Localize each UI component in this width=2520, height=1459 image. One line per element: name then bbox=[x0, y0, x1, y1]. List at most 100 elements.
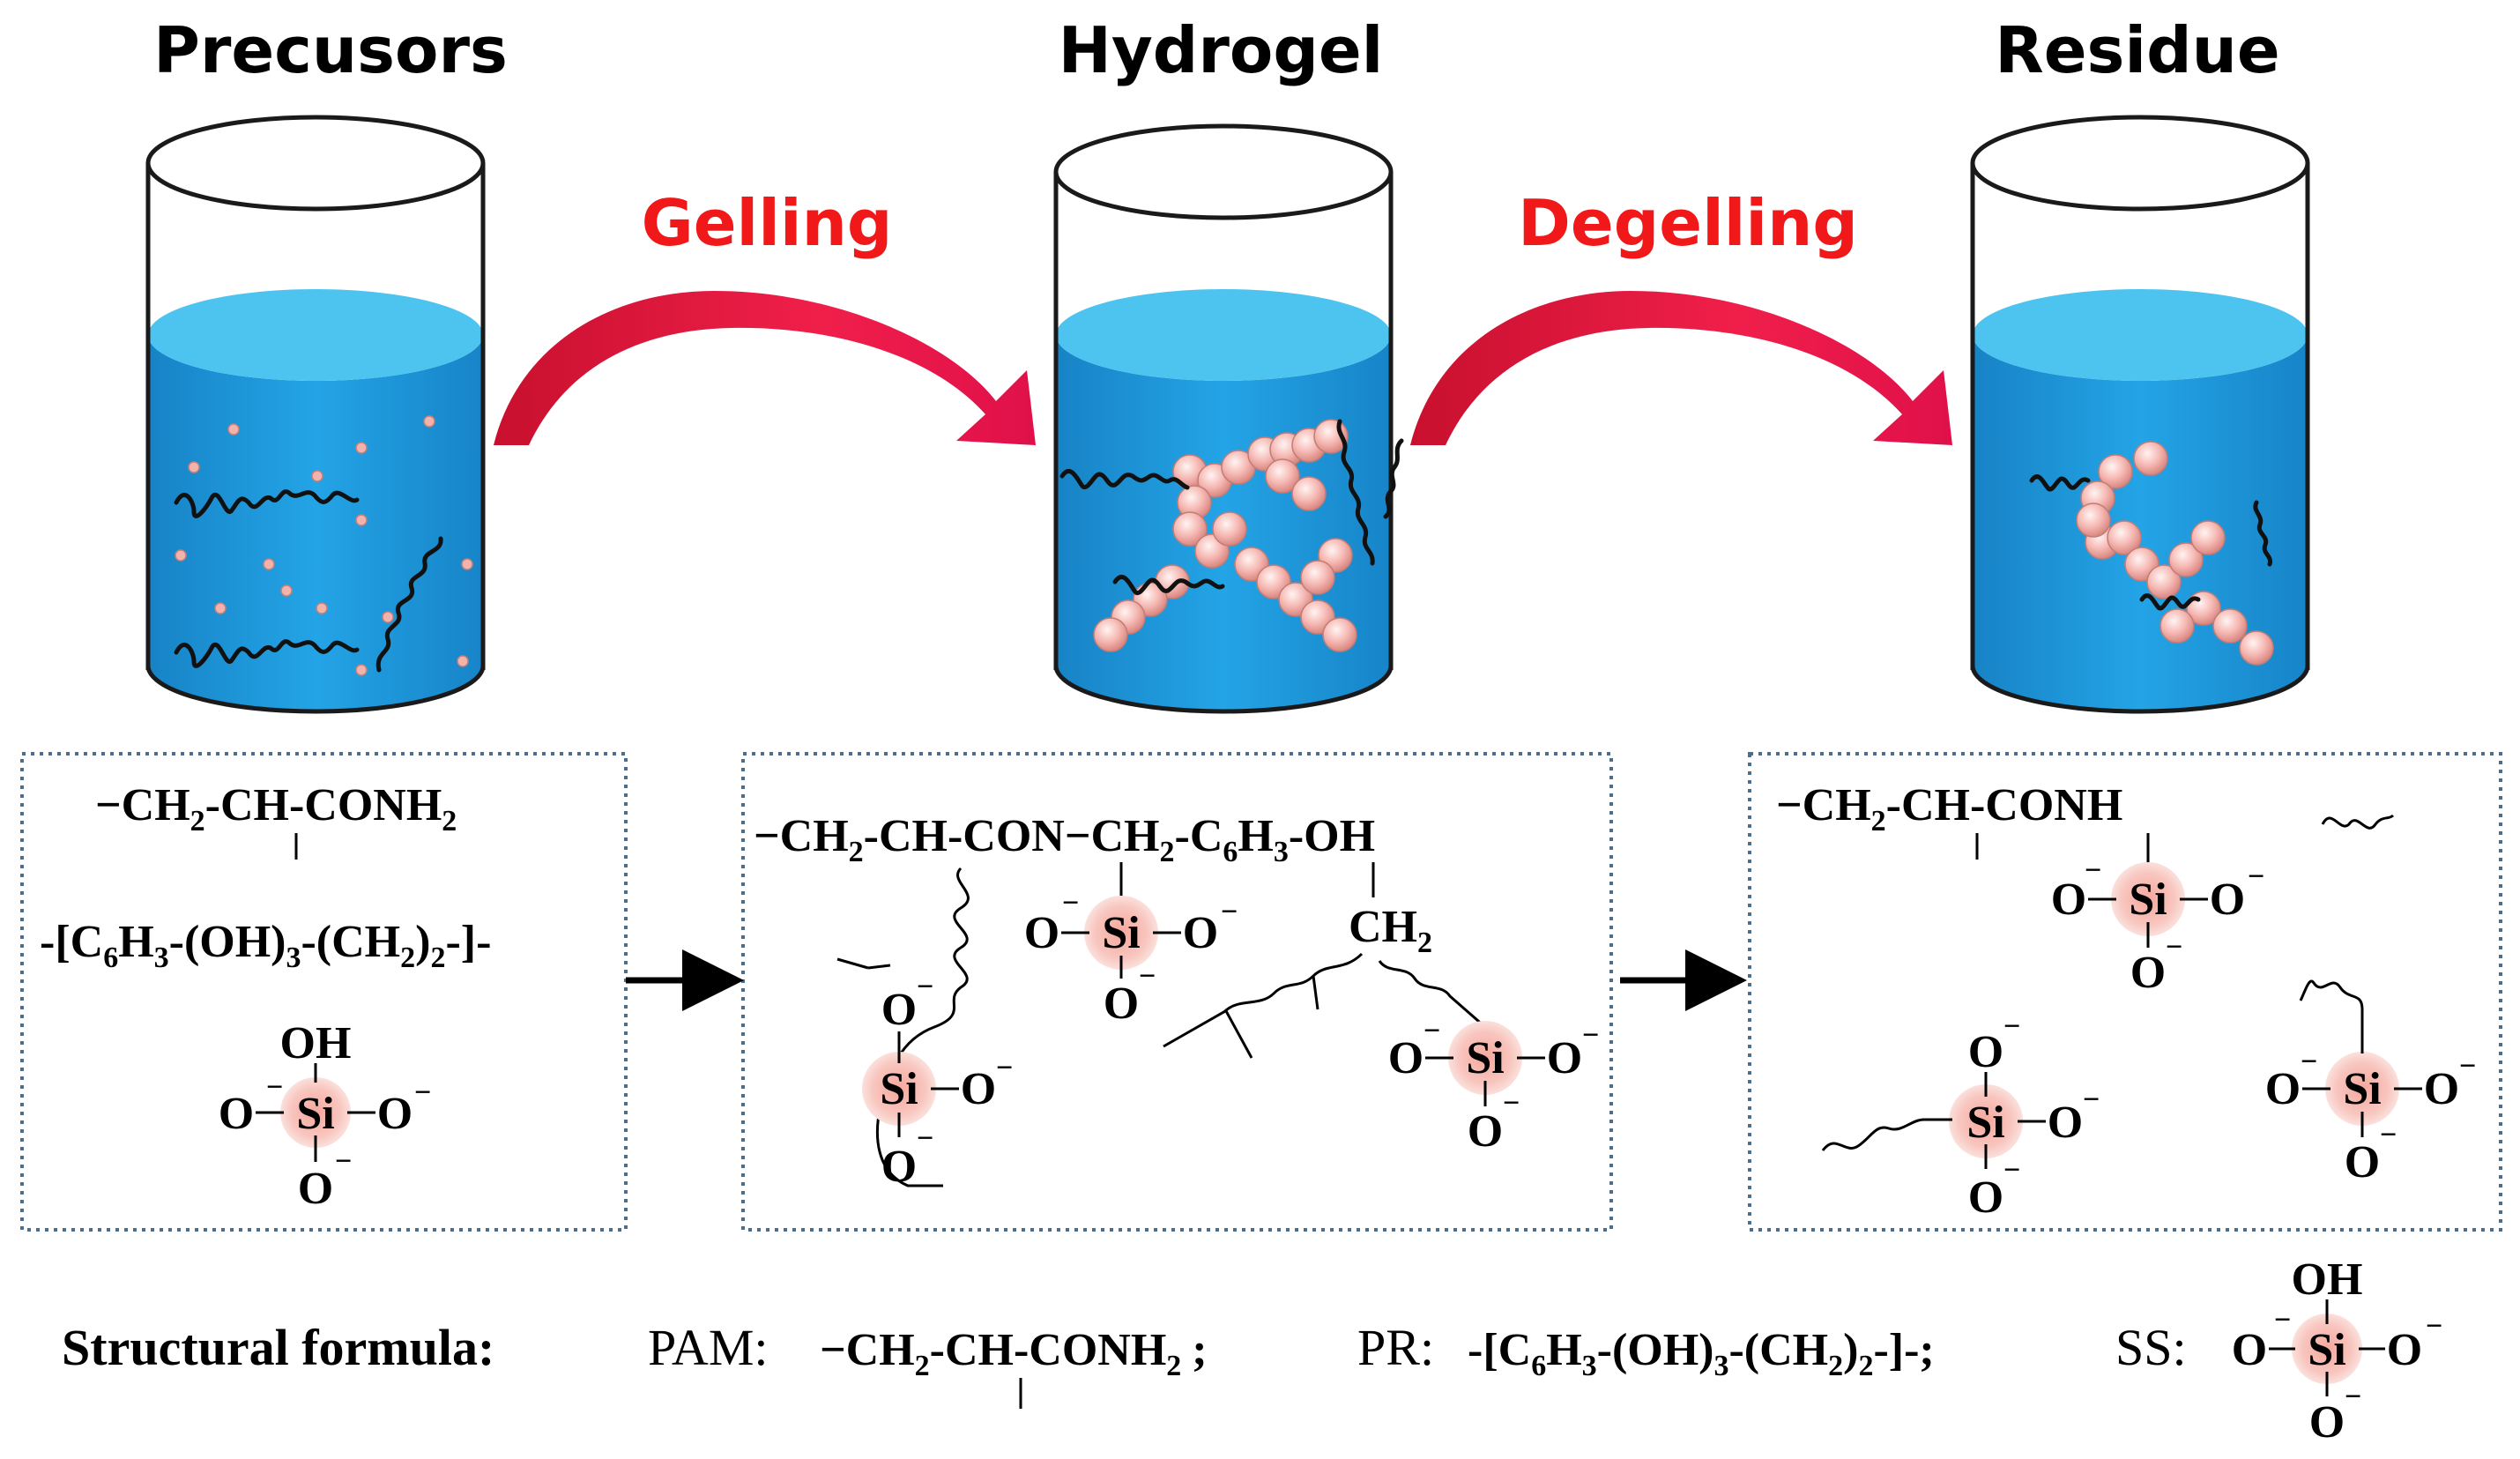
stage-title-hydrogel: Hydrogel bbox=[1059, 13, 1384, 87]
stage-title-precursors: Precusors bbox=[153, 13, 508, 87]
gelling-arrow bbox=[494, 291, 1036, 445]
chem-subscript: 2 bbox=[1871, 805, 1886, 837]
chem-subscript: 2 bbox=[1417, 927, 1432, 959]
stage-title-residue: Residue bbox=[1995, 13, 2279, 87]
beaker-hydrogel bbox=[1053, 123, 1404, 714]
chem-text: - bbox=[1175, 811, 1190, 861]
svg-text:−CH2-CH-CONH2: −CH2-CH-CONH2 bbox=[95, 780, 457, 837]
svg-text:CH2: CH2 bbox=[1349, 902, 1432, 959]
chem-o: O bbox=[961, 1064, 996, 1114]
chem-text: - bbox=[1970, 780, 1985, 830]
svg-text:Si: Si bbox=[2308, 1325, 2345, 1375]
chem-text: ) bbox=[415, 917, 430, 967]
chem-si: Si bbox=[880, 1064, 918, 1114]
chem-charge: − bbox=[1221, 896, 1238, 928]
chem-o: O bbox=[1183, 908, 1218, 958]
chem-o: O bbox=[881, 1142, 917, 1192]
chem-text: -[C bbox=[40, 917, 103, 967]
svg-text:O: O bbox=[2232, 1325, 2267, 1375]
chem-charge: − bbox=[917, 1122, 933, 1155]
chem-si: Si bbox=[1966, 1098, 2004, 1148]
chem-text: CON bbox=[963, 811, 1065, 861]
chem-charge: − bbox=[1062, 887, 1079, 919]
chem-text: − bbox=[1065, 811, 1091, 861]
chem-o: O bbox=[298, 1164, 333, 1214]
chem-charge: − bbox=[2380, 1119, 2397, 1151]
chem-oh: OH bbox=[280, 1018, 352, 1068]
legend-pr-label: PR: bbox=[1357, 1319, 1434, 1376]
degelling-arrow bbox=[1410, 291, 1952, 445]
chem-subscript: 2 bbox=[849, 836, 864, 868]
box1-formulas: −CH2-CH-CONH2 -[C6H3-(OH)3-(CH2)2-]- OH … bbox=[40, 780, 491, 1214]
chem-text: − bbox=[95, 780, 122, 830]
chem-o: O bbox=[2048, 1098, 2083, 1148]
chem-text: -(OH) bbox=[169, 917, 286, 967]
legend-ss-label: SS: bbox=[2115, 1319, 2187, 1376]
chem-o: O bbox=[2345, 1137, 2380, 1187]
chem-o: O bbox=[1388, 1033, 1424, 1083]
chem-o: O bbox=[1024, 908, 1059, 958]
chem-charge: − bbox=[1139, 960, 1156, 993]
chem-charge: − bbox=[2003, 1154, 2020, 1187]
chem-si: Si bbox=[1466, 1033, 1504, 1083]
chem-charge: − bbox=[2085, 854, 2101, 887]
chem-o: O bbox=[2051, 875, 2086, 925]
svg-text:−CH2-CH-CONH: −CH2-CH-CONH bbox=[1776, 780, 2122, 837]
chem-charge: − bbox=[266, 1071, 283, 1104]
legend-heading: Structural formula: bbox=[62, 1319, 494, 1376]
chem-text: - bbox=[948, 811, 963, 861]
chem-charge: − bbox=[2166, 931, 2182, 964]
chem-subscript: 6 bbox=[1223, 836, 1238, 868]
chem-subscript: 2 bbox=[430, 942, 445, 974]
polymer-fragments bbox=[2029, 474, 2272, 611]
chem-text: OH bbox=[1304, 811, 1375, 861]
chem-subscript: 2 bbox=[442, 805, 457, 837]
bead-network bbox=[1093, 419, 1357, 652]
chem-charge: − bbox=[1582, 1019, 1599, 1052]
chem-charge: − bbox=[2083, 1083, 2100, 1116]
chem-subscript: 6 bbox=[103, 942, 118, 974]
chem-o: O bbox=[2265, 1064, 2301, 1114]
svg-text:OH: OH bbox=[2292, 1254, 2363, 1305]
chem-o: O bbox=[1104, 979, 1139, 1029]
legend: Structural formula: PAM: −CH2-CH-CONH2; … bbox=[62, 1254, 2442, 1448]
svg-text:O: O bbox=[2309, 1397, 2345, 1448]
chem-subscript: 2 bbox=[190, 805, 205, 837]
chem-text: − bbox=[1776, 780, 1803, 830]
chem-o: O bbox=[881, 985, 917, 1035]
formula-box-precursors bbox=[20, 752, 628, 1232]
chem-o: O bbox=[1968, 1172, 2003, 1223]
chem-si: Si bbox=[296, 1089, 334, 1139]
chem-o: O bbox=[2210, 875, 2245, 925]
chem-text: CH bbox=[780, 811, 849, 861]
chem-si: Si bbox=[1102, 908, 1140, 958]
chem-o: O bbox=[1468, 1106, 1503, 1157]
chem-o: O bbox=[2424, 1064, 2459, 1114]
chem-charge: − bbox=[1503, 1087, 1520, 1120]
chem-text: - bbox=[864, 811, 879, 861]
chem-text: CH bbox=[1803, 780, 1871, 830]
beaker-precursors bbox=[145, 115, 486, 714]
svg-text:−CH2-CH-CON−CH2-C6H3-OH: −CH2-CH-CON−CH2-C6H3-OH bbox=[754, 811, 1375, 868]
svg-text:−: − bbox=[2426, 1310, 2442, 1343]
chem-charge: − bbox=[335, 1145, 352, 1178]
process-label-gelling: Gelling bbox=[642, 186, 893, 260]
svg-text:O: O bbox=[2387, 1325, 2422, 1375]
chem-o: O bbox=[219, 1089, 254, 1139]
chem-text: CONH bbox=[304, 780, 442, 830]
chem-text: CH bbox=[879, 811, 948, 861]
chem-subscript: 3 bbox=[154, 942, 169, 974]
chem-subscript: 3 bbox=[286, 942, 301, 974]
chem-text: - bbox=[205, 780, 220, 830]
chem-o: O bbox=[377, 1089, 413, 1139]
chem-subscript: 2 bbox=[400, 942, 415, 974]
box2-formulas: −CH2-CH-CON−CH2-C6H3-OH Si O O O − − − C… bbox=[754, 811, 1599, 1192]
svg-text:-[C6H3-(OH)3-(CH2)2-]-: -[C6H3-(OH)3-(CH2)2-]- bbox=[40, 917, 491, 974]
svg-text:−: − bbox=[2345, 1381, 2361, 1413]
legend-pam-formula: −CH2-CH-CONH2; bbox=[820, 1325, 1208, 1382]
beaker-residue bbox=[1970, 115, 2310, 714]
chem-text: CH bbox=[220, 780, 289, 830]
svg-text:−: − bbox=[2274, 1304, 2291, 1336]
chem-charge: − bbox=[2301, 1046, 2317, 1078]
